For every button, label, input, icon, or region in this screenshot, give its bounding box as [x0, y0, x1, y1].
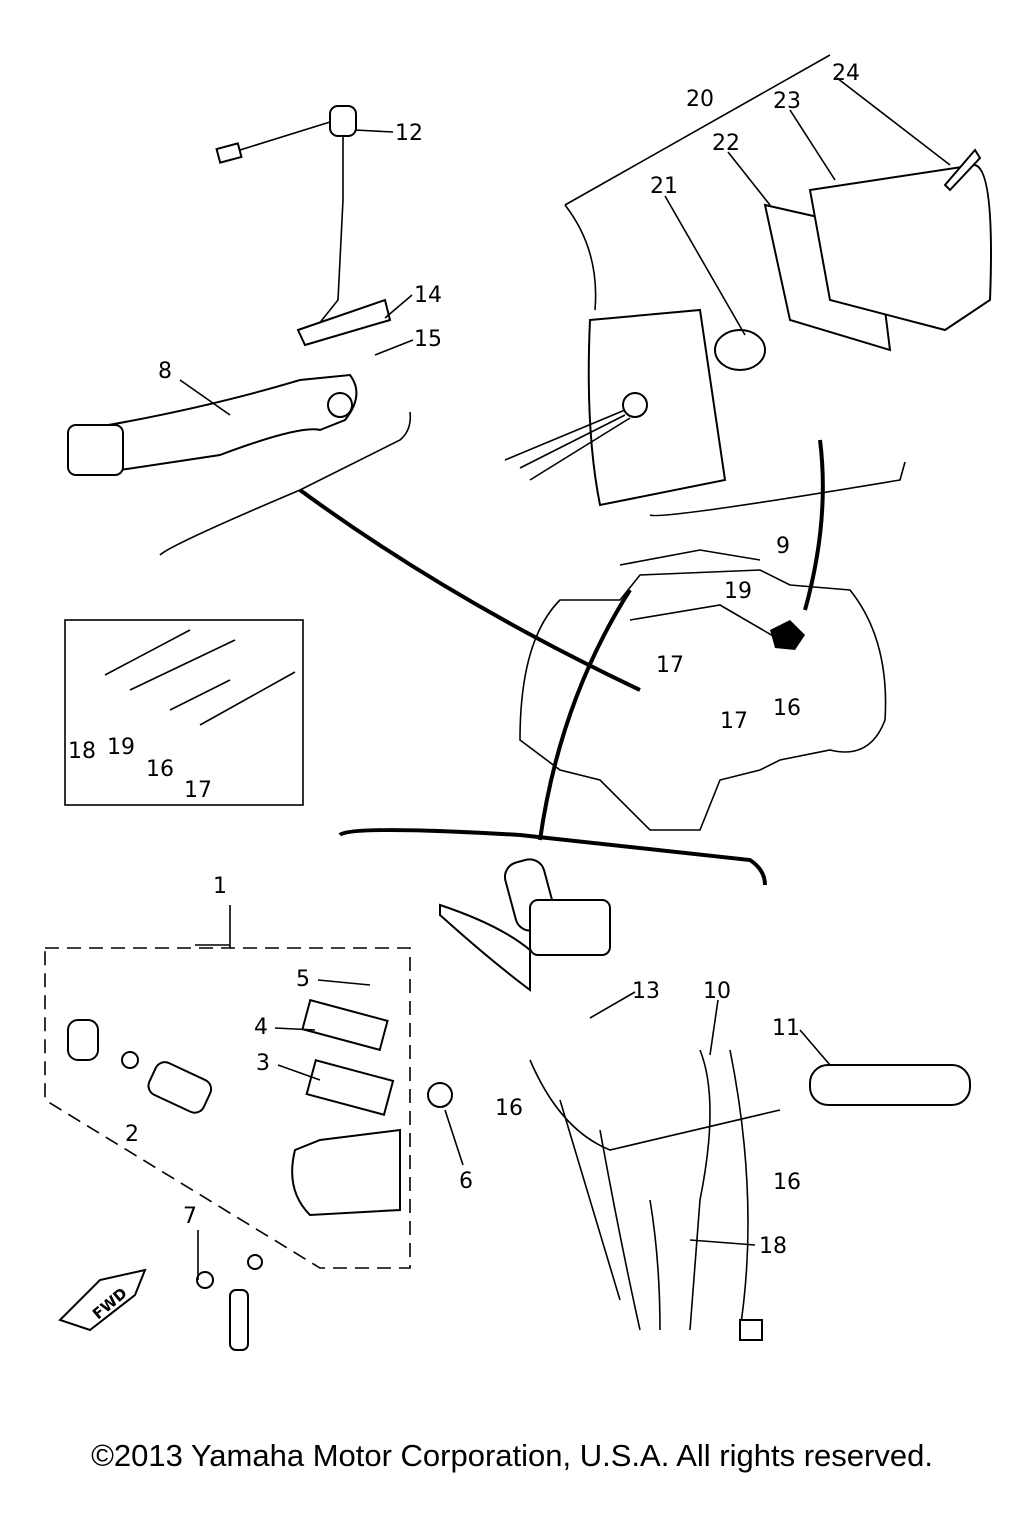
callout: 5: [296, 967, 310, 992]
master-cylinder-assembly: [44, 947, 453, 1351]
callout: 24: [832, 61, 860, 86]
handlebar-wiring-assembly: [338, 828, 971, 1341]
brake-pedal-assembly: [67, 105, 412, 556]
callout: 12: [395, 121, 423, 146]
callout: 20: [686, 87, 714, 112]
leader-lines: [179, 77, 951, 1280]
callout: 17: [184, 778, 212, 803]
callout: 17: [656, 653, 684, 678]
callout: 6: [459, 1169, 473, 1194]
callout: 23: [773, 89, 801, 114]
callout: 10: [703, 979, 731, 1004]
callout: 17: [720, 709, 748, 734]
callout: 9: [776, 534, 790, 559]
callout: 7: [183, 1204, 197, 1229]
callout: 1: [213, 874, 227, 899]
callout: 19: [724, 579, 752, 604]
callout: 16: [773, 1170, 801, 1195]
callout: 13: [632, 979, 660, 1004]
callout: 18: [759, 1234, 787, 1259]
callout: 16: [495, 1096, 523, 1121]
callout: 19: [107, 735, 135, 760]
copyright-footer: ©2013 Yamaha Motor Corporation, U.S.A. A…: [91, 1438, 933, 1473]
cable-tie-inset: [64, 619, 304, 806]
callout: 11: [772, 1016, 800, 1041]
callout: 14: [414, 283, 442, 308]
tail-light-assembly: [504, 54, 992, 611]
callout: 8: [158, 359, 172, 384]
callout: 22: [712, 131, 740, 156]
callout: 4: [254, 1015, 268, 1040]
callout: 18: [68, 739, 96, 764]
callout-labels: 12 14 15 8 20 24 23 22 21 9 19 17 17 16 …: [68, 61, 860, 1323]
callout: 3: [256, 1051, 270, 1076]
callout: 16: [773, 696, 801, 721]
callout: 16: [146, 757, 174, 782]
atv-outline: [298, 488, 887, 841]
callout: 2: [125, 1122, 139, 1147]
callout: 15: [414, 327, 442, 352]
callout: 21: [650, 174, 678, 199]
